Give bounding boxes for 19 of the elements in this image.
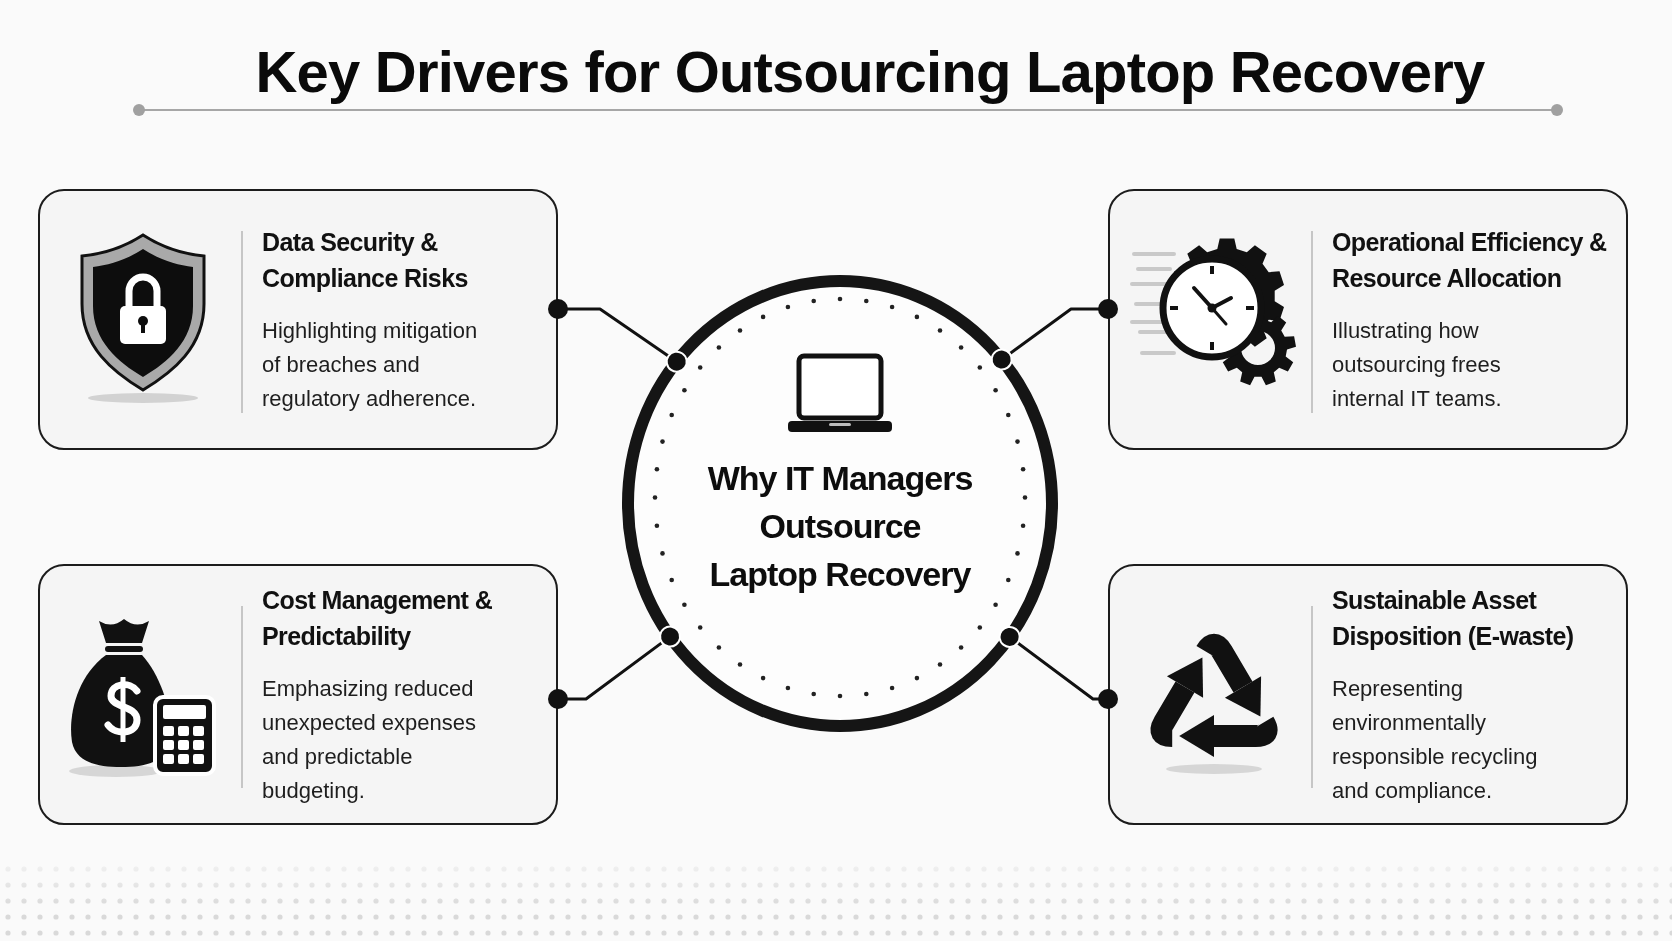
card-heading: Cost Management & Predictability <box>262 584 494 652</box>
connector <box>998 625 1118 709</box>
connector <box>990 299 1118 371</box>
card-heading: Data Security & Compliance Risks <box>262 226 469 294</box>
card <box>1108 564 1628 825</box>
card <box>38 189 558 450</box>
connector <box>548 299 688 373</box>
connector <box>548 625 682 709</box>
card-heading: Sustainable Asset Disposition (E-waste) <box>1332 584 1575 652</box>
card-description: Illustrating how outsourcing frees internal IT teams. <box>1332 316 1503 413</box>
card <box>1108 189 1628 450</box>
hub-circle <box>622 275 1058 732</box>
card <box>38 564 558 825</box>
card-description: Representing environmentally responsible recycling and compliance. <box>1332 674 1539 805</box>
card-description: Highlighting mitigation of breaches and regulatory adherence. <box>262 316 479 413</box>
hub-title: Why IT Managers Outsource Laptop Recovery <box>707 458 973 595</box>
card-description: Emphasizing reduced unexpected expenses and predictable budgeting. <box>262 674 478 805</box>
card-heading: Operational Efficiency & Resource Allocation <box>1332 226 1608 294</box>
title: Key Drivers for Outsourcing Laptop Recovery <box>255 38 1485 106</box>
